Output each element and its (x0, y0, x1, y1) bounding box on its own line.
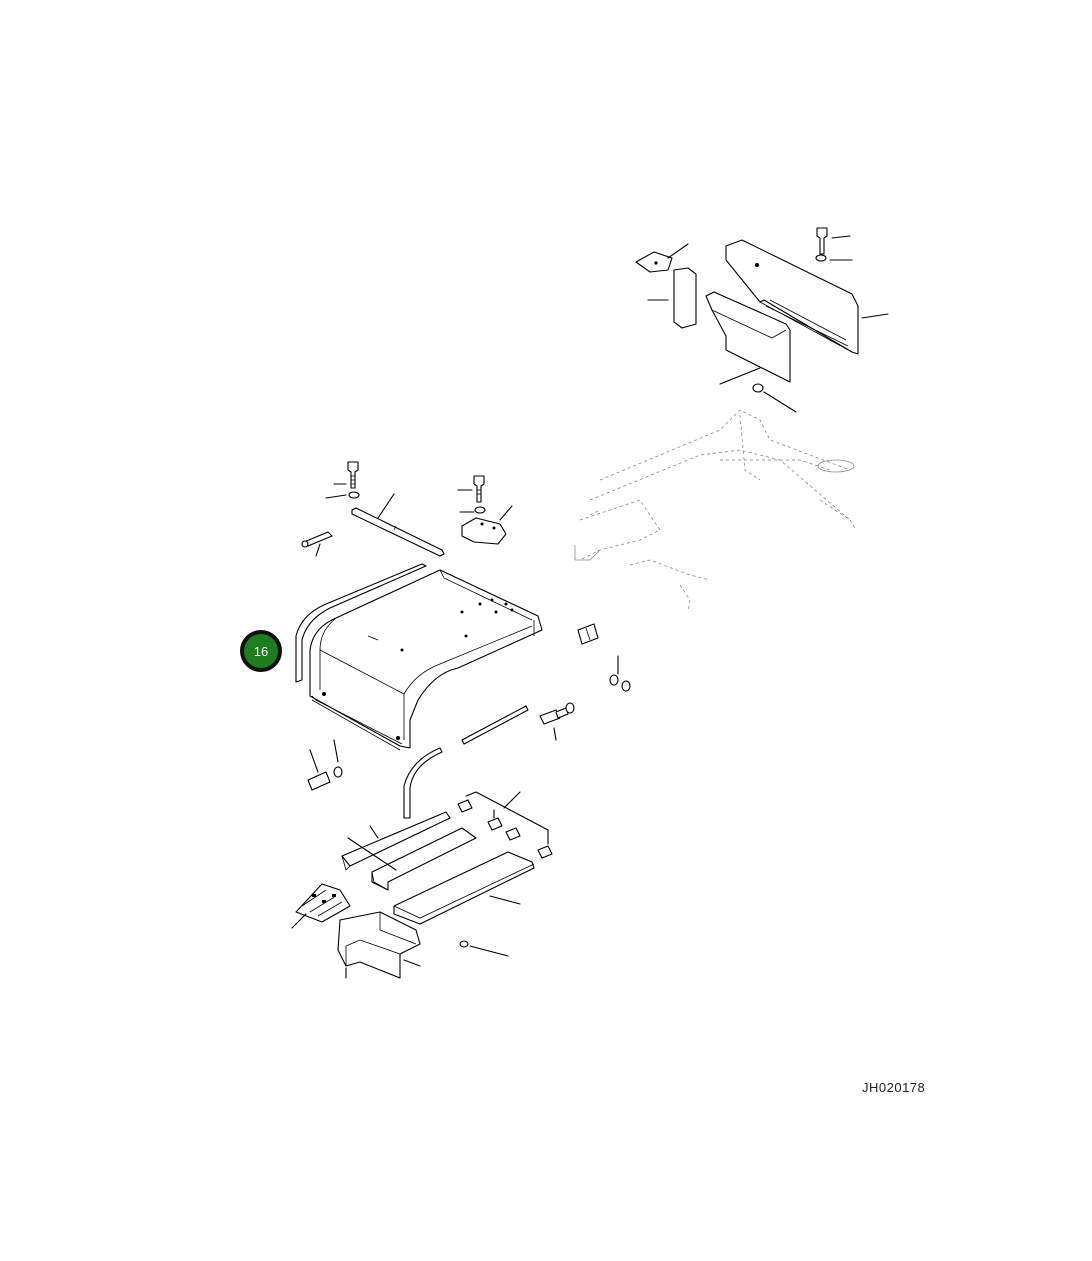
ghost-frame (574, 409, 857, 613)
lower-assembly (291, 747, 553, 979)
upper-right-assembly (635, 227, 889, 413)
cover-right-fasteners (307, 623, 631, 791)
part-callout-badge[interactable] (240, 630, 282, 672)
main-cover (295, 563, 543, 751)
top-fasteners (301, 461, 513, 557)
callout-16[interactable]: 16 (240, 630, 282, 672)
drawing-reference: JH020178 (862, 1080, 925, 1095)
